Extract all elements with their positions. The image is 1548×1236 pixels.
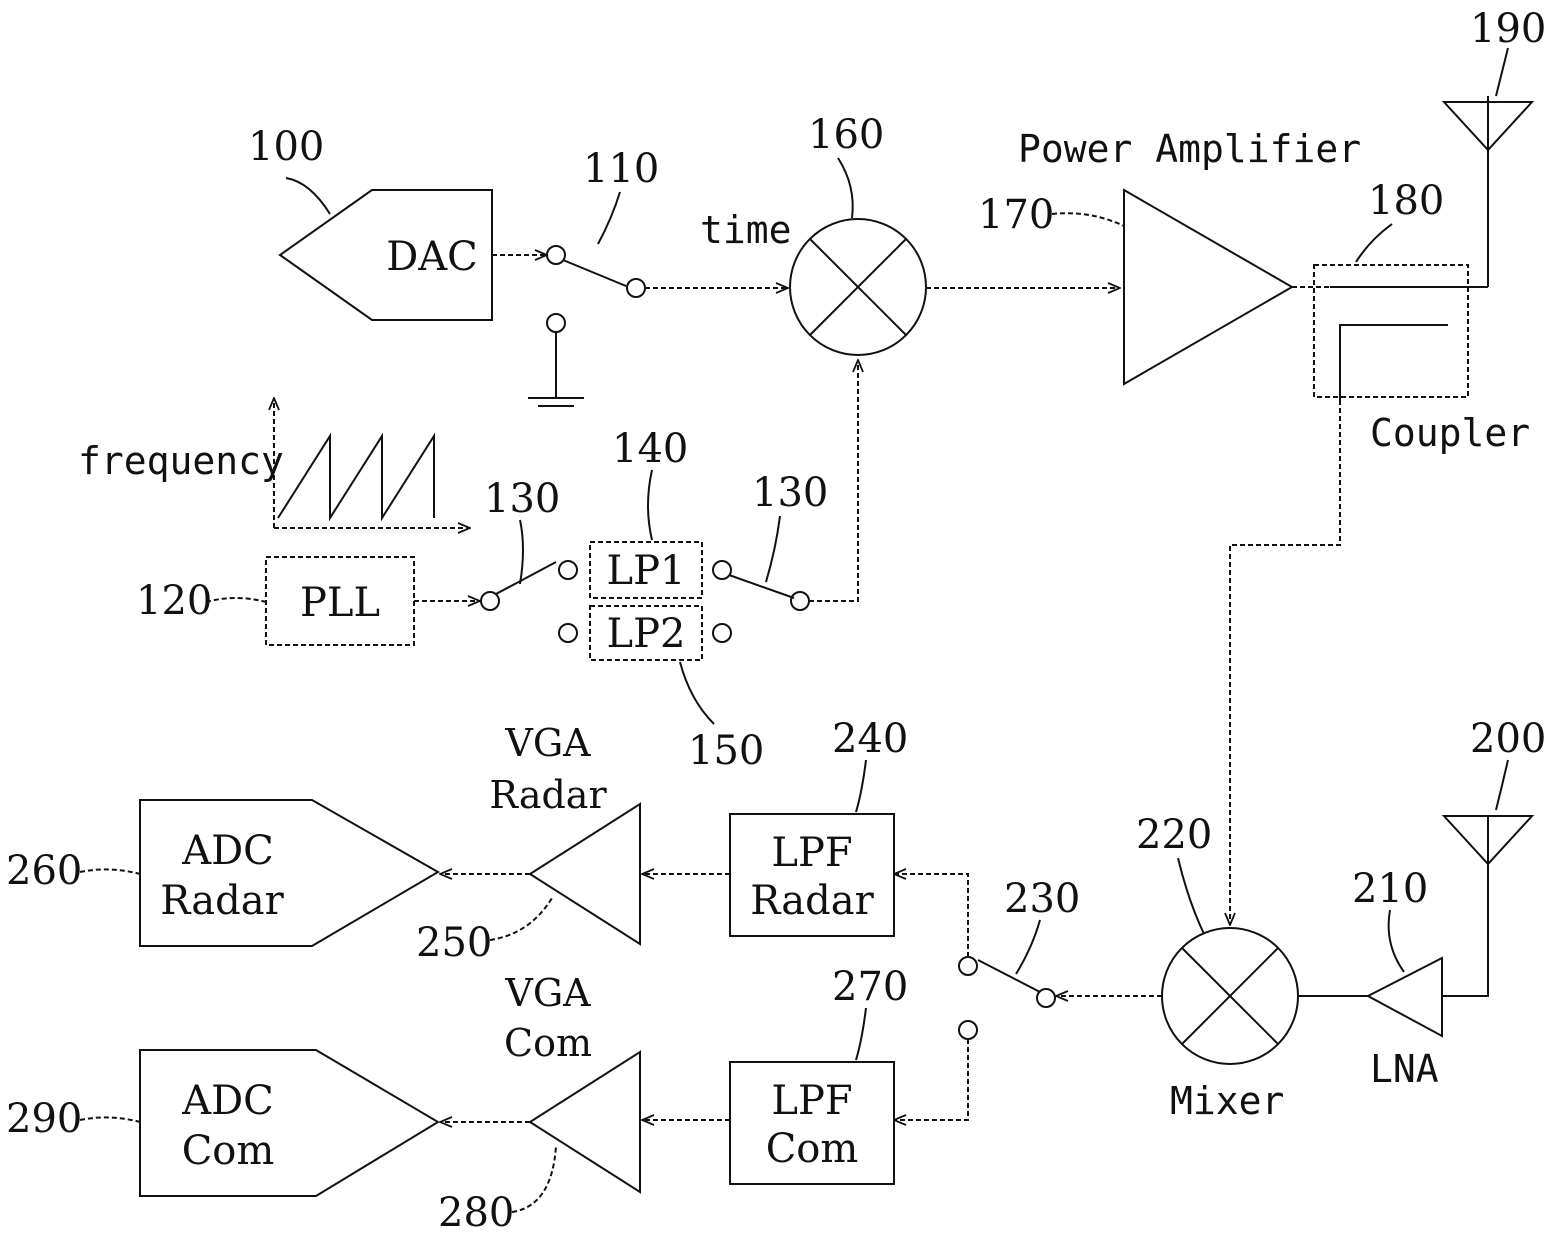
dac-block: DAC xyxy=(280,190,492,320)
ref-170: 170 xyxy=(978,192,1054,238)
ref-100: 100 xyxy=(248,124,324,170)
mixer-label: Mixer xyxy=(1170,1079,1284,1123)
leader-170 xyxy=(1052,213,1124,226)
leader-200 xyxy=(1496,760,1508,810)
pll-block: PLL xyxy=(266,557,414,645)
leader-180 xyxy=(1356,224,1392,262)
vga-com-280 xyxy=(530,1052,640,1192)
adc-com-290: ADC Com xyxy=(140,1050,438,1196)
wire-coupler-to-rx-mixer xyxy=(1230,400,1340,925)
ref-220: 220 xyxy=(1136,812,1212,858)
ref-130-right: 130 xyxy=(752,470,828,516)
ref-140: 140 xyxy=(612,426,688,472)
lp2-label: LP2 xyxy=(607,611,686,657)
ref-280: 280 xyxy=(438,1190,514,1236)
vga-com-label-2: Com xyxy=(504,1021,592,1065)
ref-270: 270 xyxy=(832,964,908,1010)
lpf-radar-label-2: Radar xyxy=(750,878,874,924)
lpf-radar-240: LPF Radar xyxy=(730,814,894,936)
ref-160: 160 xyxy=(808,112,884,158)
vga-radar-250 xyxy=(530,804,640,944)
leader-260 xyxy=(80,869,140,874)
leader-230 xyxy=(1016,920,1040,974)
leader-130-right xyxy=(766,516,780,582)
ref-200: 200 xyxy=(1470,716,1546,762)
ref-250: 250 xyxy=(416,920,492,966)
ref-180: 180 xyxy=(1368,178,1444,224)
adc-com-label-1: ADC xyxy=(181,1078,274,1124)
ref-210: 210 xyxy=(1352,866,1428,912)
leader-290 xyxy=(80,1117,140,1122)
tx-mixer-160 xyxy=(790,219,926,355)
ref-240: 240 xyxy=(832,716,908,762)
leader-140 xyxy=(648,470,652,540)
leader-270 xyxy=(856,1008,866,1060)
lp2-filter-150: LP2 xyxy=(590,606,702,660)
pll-label: PLL xyxy=(300,580,380,626)
ref-290: 290 xyxy=(6,1096,82,1142)
leader-100 xyxy=(286,178,330,214)
leader-210 xyxy=(1389,910,1404,972)
vga-radar-label-1: VGA xyxy=(504,721,591,765)
lp1-filter-140: LP1 xyxy=(590,542,702,598)
adc-radar-260: ADC Radar xyxy=(140,800,438,946)
coupler-label: Coupler xyxy=(1370,411,1530,455)
leader-110 xyxy=(598,192,620,244)
lpf-radar-label-1: LPF xyxy=(771,830,852,876)
power-amplifier-170 xyxy=(1124,190,1292,384)
leader-250 xyxy=(490,898,552,940)
tx-antenna-190 xyxy=(1444,102,1532,150)
rx-mixer-220 xyxy=(1162,928,1298,1064)
leader-280 xyxy=(512,1146,556,1212)
frequency-label: frequency xyxy=(78,439,284,483)
lna-210 xyxy=(1368,958,1442,1036)
ref-120: 120 xyxy=(136,578,212,624)
ref-260: 260 xyxy=(6,848,82,894)
leader-160 xyxy=(838,158,853,218)
ref-230: 230 xyxy=(1004,876,1080,922)
switch-230 xyxy=(959,957,1055,1039)
power-amplifier-label: Power Amplifier xyxy=(1018,127,1361,171)
lna-label: LNA xyxy=(1370,1047,1439,1091)
time-label: time xyxy=(700,208,792,252)
leader-240 xyxy=(856,760,866,812)
adc-radar-label-1: ADC xyxy=(181,828,274,874)
ref-150: 150 xyxy=(688,728,764,774)
switch-110 xyxy=(528,246,645,406)
lpf-com-270: LPF Com xyxy=(730,1062,894,1184)
ref-190: 190 xyxy=(1470,6,1546,52)
leader-190 xyxy=(1496,48,1508,96)
wire-switch-to-lpf-radar xyxy=(894,874,968,957)
wire-antenna-to-lna xyxy=(1442,864,1488,996)
ref-110: 110 xyxy=(583,146,659,192)
adc-com-label-2: Com xyxy=(182,1128,275,1174)
vga-com-label-1: VGA xyxy=(504,971,591,1015)
leader-220 xyxy=(1178,858,1204,934)
switch-130-right xyxy=(713,561,809,642)
dac-label: DAC xyxy=(386,234,478,280)
leader-130-left xyxy=(520,520,523,584)
switch-130-left xyxy=(481,561,577,642)
lpf-com-label-1: LPF xyxy=(771,1078,852,1124)
leader-150 xyxy=(680,662,714,724)
ref-130-left: 130 xyxy=(484,476,560,522)
vga-radar-label-2: Radar xyxy=(489,773,607,817)
lpf-com-label-2: Com xyxy=(766,1126,859,1172)
adc-radar-label-2: Radar xyxy=(160,878,284,924)
rx-antenna-200 xyxy=(1444,816,1532,864)
frequency-sawtooth-graph xyxy=(274,398,470,528)
leader-120 xyxy=(206,598,266,602)
lp1-label: LP1 xyxy=(607,548,686,594)
wire-switch-to-lpf-com xyxy=(894,1039,968,1120)
